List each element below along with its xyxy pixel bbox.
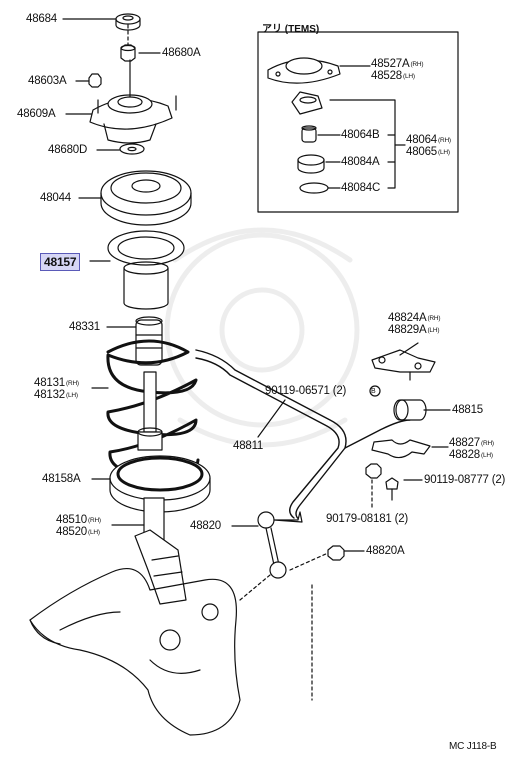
label-48527A-text: 48527A	[371, 58, 410, 70]
label-48824A-suffix: (RH)	[427, 315, 441, 322]
label-48827-suffix: (RH)	[480, 440, 494, 447]
part-48603A-nut	[88, 73, 102, 88]
label-90119-08777: 90119-08777 (2)	[424, 474, 506, 486]
label-48084A: 48084A	[341, 156, 380, 168]
part-48084C-washer	[299, 182, 329, 194]
label-48811: 48811	[233, 440, 264, 452]
label-48827-text: 48827	[449, 437, 480, 449]
label-48680D: 48680D	[48, 144, 88, 156]
label-b-marker: B	[371, 388, 376, 395]
assembly-lines	[239, 552, 329, 701]
part-48157-insulator	[107, 230, 185, 310]
label-48824A-text: 48824A	[388, 312, 427, 324]
label-48829A-suffix: (LH)	[427, 327, 440, 334]
label-48824A: 48824A(RH)	[388, 312, 441, 325]
label-48527A-suffix: (RH)	[410, 61, 424, 68]
part-48680D-washer	[119, 143, 145, 155]
label-48820A: 48820A	[366, 545, 405, 557]
label-48510-text: 48510	[56, 514, 87, 526]
part-48811-stabilizer-bar	[195, 349, 411, 521]
part-48084A-bushing	[297, 154, 325, 174]
label-48064-suffix: (RH)	[437, 137, 451, 144]
label-48684: 48684	[26, 13, 57, 25]
part-48827-bracket	[371, 439, 431, 459]
label-48528: 48528(LH)	[371, 70, 415, 83]
label-48527A: 48527A(RH)	[371, 58, 424, 71]
inset-title: アリ (TEMS)	[262, 24, 320, 35]
part-90119-08777-bolt	[385, 477, 399, 501]
label-48131: 48131(RH)	[34, 377, 79, 390]
label-48331: 48331	[69, 321, 100, 333]
label-48828-suffix: (LH)	[480, 452, 493, 459]
part-48158A-seat	[109, 455, 211, 513]
label-48065: 48065(LH)	[406, 146, 450, 159]
inset-actuator	[291, 91, 323, 115]
part-48131-coil-spring	[106, 339, 200, 479]
label-48829A-text: 48829A	[388, 324, 427, 336]
label-48064: 48064(RH)	[406, 134, 451, 147]
steering-knuckle	[29, 568, 241, 736]
label-48827: 48827(RH)	[449, 437, 494, 450]
label-48829A: 48829A(LH)	[388, 324, 439, 337]
label-48158A: 48158A	[42, 473, 81, 485]
label-48528-suffix: (LH)	[402, 73, 415, 80]
part-48609A-support	[89, 59, 177, 144]
part-48820A-nut	[327, 545, 345, 561]
label-48510: 48510(RH)	[56, 514, 101, 527]
b-marker	[369, 385, 381, 397]
part-48684-cap	[115, 13, 141, 31]
label-48064-text: 48064	[406, 134, 437, 146]
part-48824A-bracket	[371, 349, 436, 381]
part-48527A-mount	[267, 57, 341, 84]
part-48820-link	[257, 511, 303, 579]
label-48157-highlighted: 48157	[40, 253, 81, 271]
label-48603A: 48603A	[28, 75, 67, 87]
label-48131-text: 48131	[34, 377, 65, 389]
label-48520-text: 48520	[56, 526, 87, 538]
label-90119-06571: 90119-06571 (2)	[265, 385, 347, 397]
label-48132: 48132(LH)	[34, 389, 78, 402]
label-48820: 48820	[190, 520, 221, 532]
label-48520: 48520(LH)	[56, 526, 100, 539]
part-48044-insulator	[100, 170, 192, 226]
label-48520-suffix: (LH)	[87, 529, 100, 536]
part-48064B-stopper	[301, 125, 317, 143]
part-strut-shock	[137, 371, 163, 451]
footer-code: MC J118-B	[449, 741, 497, 752]
part-48815-bushing	[393, 399, 427, 421]
label-48510-suffix: (RH)	[87, 517, 101, 524]
label-48609A: 48609A	[17, 108, 56, 120]
label-48065-suffix: (LH)	[437, 149, 450, 156]
label-48065-text: 48065	[406, 146, 437, 158]
label-48132-suffix: (LH)	[65, 392, 78, 399]
label-90179-08181: 90179-08181 (2)	[326, 513, 409, 525]
label-48064B: 48064B	[341, 129, 380, 141]
label-48084C: 48084C	[341, 182, 381, 194]
label-48528-text: 48528	[371, 70, 402, 82]
label-48131-suffix: (RH)	[65, 380, 79, 387]
label-48044: 48044	[40, 192, 71, 204]
inset-box	[257, 31, 459, 213]
label-48828: 48828(LH)	[449, 449, 493, 462]
part-90179-08181-nut	[365, 463, 382, 479]
watermark-emblem	[164, 227, 360, 448]
label-48680A: 48680A	[162, 47, 201, 59]
label-48132-text: 48132	[34, 389, 65, 401]
label-48815: 48815	[452, 404, 483, 416]
part-48680A-nut	[120, 44, 136, 62]
label-48828-text: 48828	[449, 449, 480, 461]
